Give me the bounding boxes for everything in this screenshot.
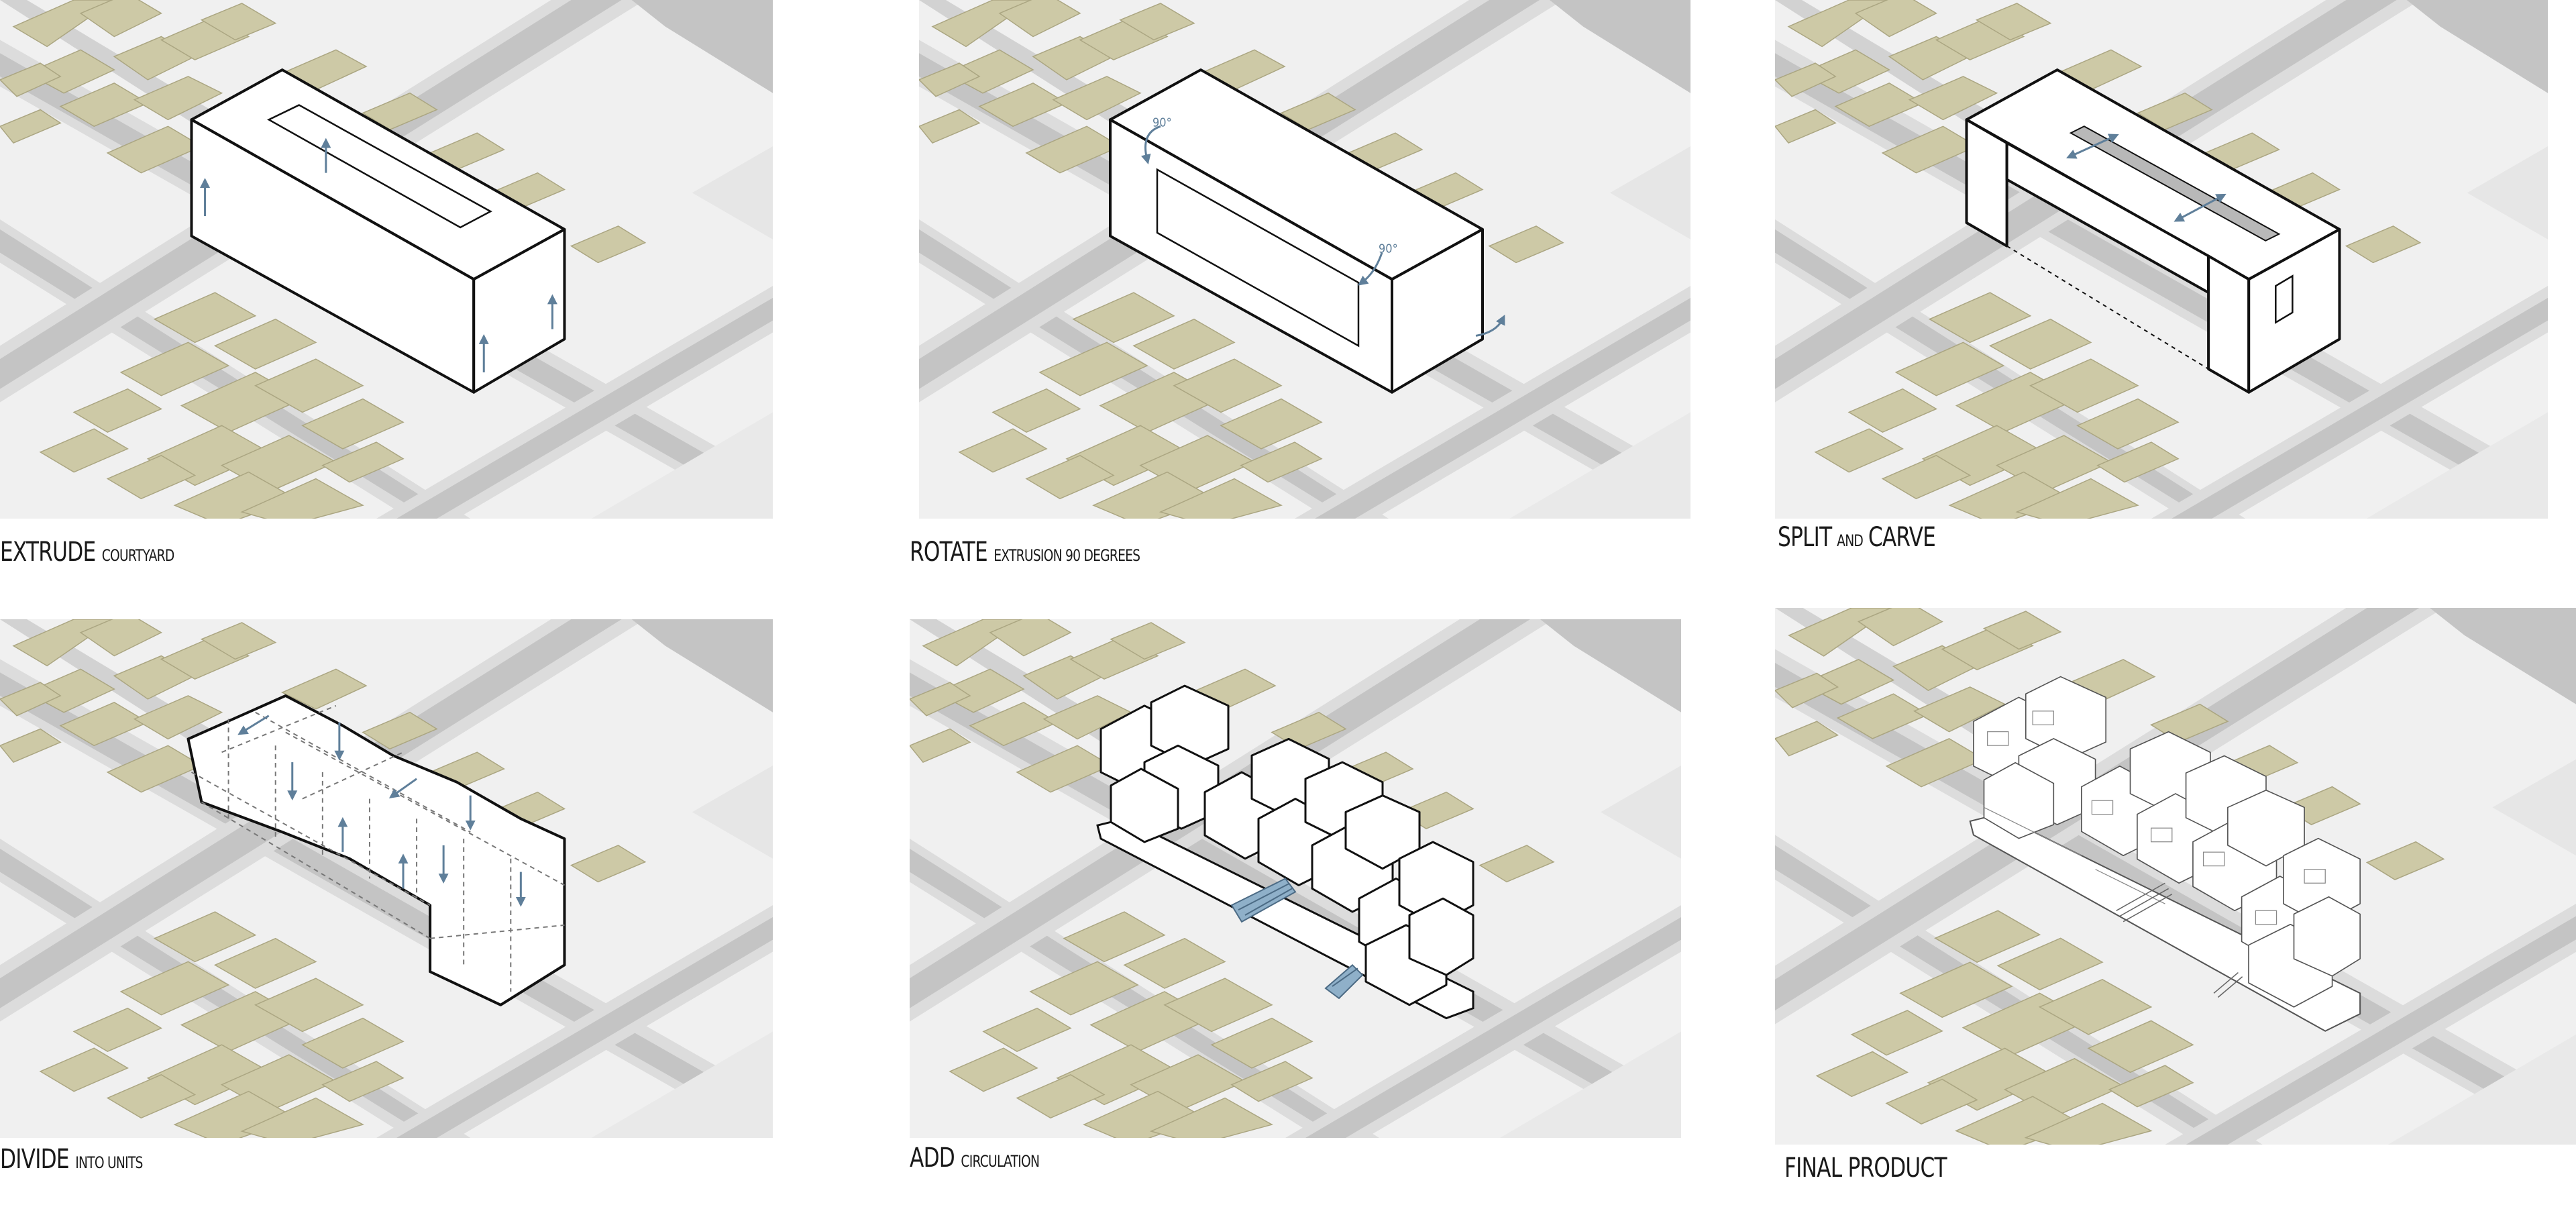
panel-split [1775,0,2548,519]
extruded-mass [190,68,566,394]
divide-arrows [237,715,526,907]
courtyard-opening [1156,168,1360,348]
caption-main: ADD [910,1143,955,1173]
split-diagram [1775,0,2548,519]
rotate-arrows [1140,125,1505,337]
divide-diagram [0,619,773,1138]
final-building [1973,676,2361,1008]
caption-sub: CIRCULATION [961,1152,1040,1171]
caption-end: CARVE [1868,522,1936,553]
extrude-arrows [200,138,557,372]
final-diagram [1775,608,2576,1145]
carved-notch [2275,274,2294,324]
panel-extrude [0,0,773,519]
panel-add [910,619,1681,1138]
final-stairs [2116,882,2243,998]
caption-divide: DIVIDE INTO UNITS [0,1144,143,1175]
caption-main: FINAL PRODUCT [1784,1153,1947,1184]
caption-add: ADD CIRCULATION [910,1143,1040,1173]
courtyard-outline [267,104,492,229]
panel-final [1775,608,2576,1145]
stacked-units [1099,684,1474,1006]
caption-extrude: EXTRUDE COURTYARD [0,537,174,568]
circulation-stair-left [1230,878,1297,923]
angle-label-2: 90° [1379,242,1398,256]
caption-main: EXTRUDE [0,537,96,568]
caption-mid: AND [1837,531,1864,550]
unit-divisions [191,704,565,992]
caption-final: FINAL PRODUCT [1784,1153,1947,1184]
panel-rotate: 90° 90° [919,0,1690,519]
caption-sub: EXTRUSION 90 DEGREES [994,546,1140,565]
rotate-diagram: 90° 90° [919,0,1690,519]
split-arrows [2065,134,2226,222]
final-facade-detail [1984,711,2326,925]
circulation-stair-right [1324,963,1364,1000]
caption-main: DIVIDE [0,1144,70,1175]
angle-label-1: 90° [1152,115,1172,129]
unit-cluster-outline [186,694,566,1006]
caption-main: SPLIT [1778,522,1832,553]
caption-sub: COURTYARD [101,546,175,565]
caption-sub: INTO UNITS [75,1153,143,1172]
caption-main: ROTATE [910,537,988,568]
panel-divide [0,619,773,1138]
caption-rotate: ROTATE EXTRUSION 90 DEGREES [910,537,1140,568]
add-diagram [910,619,1681,1138]
extrude-diagram [0,0,773,519]
